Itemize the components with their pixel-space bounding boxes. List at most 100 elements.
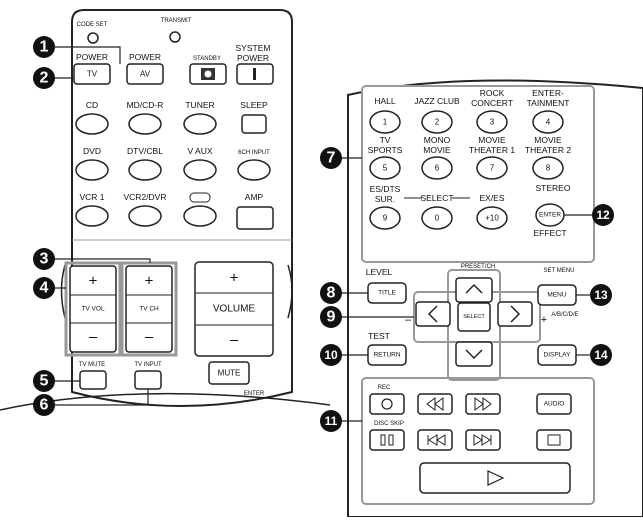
standby-label: STANDBY — [193, 56, 221, 62]
power-av-button[interactable] — [126, 63, 164, 85]
hall-label: HALL — [374, 96, 396, 106]
tv-ch-highlight — [120, 261, 178, 357]
svg-text:2: 2 — [435, 118, 440, 127]
svg-text:3: 3 — [40, 251, 49, 268]
amp-button[interactable] — [236, 206, 274, 230]
volume-down[interactable]: – — [230, 332, 239, 349]
tv-input-button[interactable] — [134, 370, 162, 390]
vcr2-dvr-label: VCR2/DVR — [124, 192, 167, 202]
transmit-indicator — [169, 31, 181, 43]
callout-3: 3 — [33, 248, 55, 270]
dvd-button[interactable] — [75, 159, 109, 181]
svg-text:4: 4 — [546, 118, 551, 127]
pause-icon — [380, 434, 386, 446]
tv-label: TV — [380, 135, 391, 145]
md-cdr-button[interactable] — [128, 113, 162, 135]
rec-button[interactable] — [369, 393, 405, 415]
tv-ch-rocker[interactable] — [125, 265, 173, 353]
svg-text:2: 2 — [40, 70, 49, 87]
cd-button[interactable] — [75, 113, 109, 135]
callout-7: 7 — [320, 147, 342, 169]
svg-text:7: 7 — [490, 164, 495, 173]
tape-icon — [189, 192, 211, 203]
tv-ch-down[interactable]: – — [145, 329, 154, 346]
svg-text:8: 8 — [546, 164, 551, 173]
skip-forward-button[interactable] — [465, 429, 501, 451]
transport-panel — [361, 377, 595, 505]
tv-vol-rocker[interactable] — [69, 265, 117, 353]
callout-2: 2 — [33, 67, 55, 89]
tv-mute-button[interactable] — [79, 370, 107, 390]
callout-13: 13 — [590, 284, 612, 306]
sur-label: SUR. — [375, 194, 395, 204]
key-8[interactable] — [532, 156, 564, 180]
sleep-button[interactable] — [241, 114, 267, 134]
key-9[interactable] — [369, 206, 401, 230]
vcr1-button[interactable] — [75, 205, 109, 227]
left-button[interactable] — [415, 301, 451, 327]
chevron-right-icon — [510, 305, 521, 323]
key-4[interactable] — [532, 110, 564, 134]
skip-forward-icon — [473, 434, 492, 446]
down-button[interactable] — [455, 341, 493, 367]
volume-rocker[interactable] — [194, 261, 274, 357]
tape-source-button[interactable] — [183, 205, 217, 227]
rock-label: ROCK — [480, 88, 505, 98]
svg-text:8: 8 — [327, 285, 336, 302]
tv-vol-up[interactable]: + — [89, 273, 98, 290]
key-0[interactable] — [421, 206, 453, 230]
mute-button[interactable] — [208, 361, 250, 385]
skip-back-icon — [427, 434, 446, 446]
svg-text:+10: +10 — [485, 214, 499, 223]
mono-movie-label: MOVIE — [423, 145, 451, 155]
callout-4: 4 — [33, 277, 55, 299]
volume-up[interactable]: + — [230, 270, 239, 287]
power-tv-label: POWER — [76, 52, 108, 62]
power-tv-button[interactable] — [73, 63, 111, 85]
v-aux-button[interactable] — [183, 159, 217, 181]
svg-text:DISPLAY: DISPLAY — [544, 352, 572, 359]
cursor-minus-label: – — [405, 314, 412, 326]
svg-text:9: 9 — [327, 309, 336, 326]
key-7[interactable] — [476, 156, 508, 180]
key-6[interactable] — [421, 156, 453, 180]
fast-forward-icon — [474, 397, 492, 411]
svg-text:13: 13 — [594, 288, 608, 302]
tv-vol-down[interactable]: – — [89, 329, 98, 346]
right-button[interactable] — [497, 301, 533, 327]
stop-button[interactable] — [536, 429, 572, 451]
audio-button[interactable] — [536, 393, 572, 415]
up-button[interactable] — [455, 277, 493, 303]
dtv-cbl-label: DTV/CBL — [127, 146, 163, 156]
code-set-button[interactable] — [87, 32, 99, 44]
svg-text:AV: AV — [140, 70, 151, 79]
key-3[interactable] — [476, 110, 508, 134]
svg-text:1: 1 — [40, 39, 49, 56]
play-button[interactable] — [419, 462, 571, 494]
chevron-up-icon — [465, 283, 483, 294]
disc-skip-label: DISC SKIP — [374, 421, 404, 427]
key-2[interactable] — [421, 110, 453, 134]
callout-5: 5 — [33, 370, 55, 392]
key-plus10[interactable] — [476, 206, 508, 230]
svg-text:TITLE: TITLE — [378, 290, 396, 297]
tuner-button[interactable] — [183, 113, 217, 135]
6ch-input-button[interactable] — [237, 159, 271, 181]
rewind-icon — [426, 397, 444, 411]
pause-button[interactable] — [369, 429, 405, 451]
callout-9: 9 — [320, 306, 342, 328]
select-button[interactable] — [457, 302, 491, 332]
abcde-label: A/B/C/D/E — [551, 312, 578, 318]
movie-2-label: MOVIE — [534, 135, 562, 145]
dtv-cbl-button[interactable] — [128, 159, 162, 181]
key-5[interactable] — [369, 156, 401, 180]
play-icon — [487, 470, 505, 486]
callout-1: 1 — [33, 36, 55, 58]
svg-text:TV: TV — [87, 70, 98, 79]
select-group-label: SELECT — [420, 193, 453, 203]
skip-back-button[interactable] — [417, 429, 453, 451]
svg-text:0: 0 — [435, 214, 440, 223]
vcr2-dvr-button[interactable] — [128, 205, 162, 227]
key-1[interactable] — [369, 110, 401, 134]
tv-ch-up[interactable]: + — [145, 273, 154, 290]
